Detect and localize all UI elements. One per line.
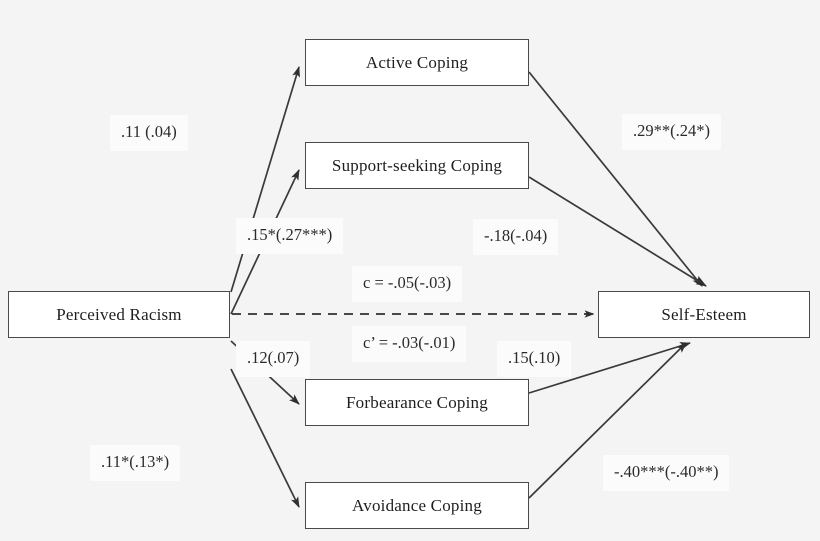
- node-self-esteem[interactable]: Self-Esteem: [598, 291, 810, 338]
- path-label-avoidance-to-selfesteem: -.40***(-.40**): [603, 455, 730, 491]
- node-support-seeking-coping[interactable]: Support-seeking Coping: [305, 142, 529, 189]
- path-label-forbearance-to-selfesteem: .15(.10): [497, 341, 572, 377]
- node-forbearance-coping[interactable]: Forbearance Coping: [305, 379, 529, 426]
- path-label-racism-to-active: .11 (.04): [110, 115, 188, 151]
- path-label-racism-to-avoidance: .11*(.13*): [90, 445, 181, 481]
- path-label-support-to-selfesteem: -.18(-.04): [473, 219, 559, 255]
- node-avoidance-coping-label: Avoidance Coping: [352, 495, 482, 515]
- path-arrow-racism-to-avoidance: [230, 368, 300, 508]
- path-arrow-support-to-selfesteem: [528, 176, 707, 287]
- node-avoidance-coping[interactable]: Avoidance Coping: [305, 482, 529, 529]
- path-arrow-active-to-selfesteem: [528, 71, 703, 287]
- path-arrow-forbearance-to-selfesteem: [528, 342, 691, 394]
- path-label-total-effect: c = -.05(-.03): [352, 266, 463, 302]
- node-active-coping[interactable]: Active Coping: [305, 39, 529, 86]
- path-label-direct-effect: c’ = -.03(-.01): [352, 326, 467, 362]
- path-label-racism-to-support: .15*(.27***): [236, 218, 344, 254]
- node-forbearance-coping-label: Forbearance Coping: [346, 392, 488, 412]
- node-active-coping-label: Active Coping: [365, 52, 469, 72]
- node-perceived-racism[interactable]: Perceived Racism: [8, 291, 230, 338]
- node-support-seeking-coping-label: Support-seeking Coping: [331, 155, 503, 175]
- path-arrow-avoidance-to-selfesteem: [528, 342, 687, 499]
- node-perceived-racism-label: Perceived Racism: [56, 304, 182, 324]
- path-label-racism-to-forbearance: .12(.07): [236, 341, 311, 377]
- path-arrow-racism-to-active: [230, 66, 300, 293]
- node-self-esteem-label: Self-Esteem: [661, 304, 747, 324]
- path-label-active-to-selfesteem: .29**(.24*): [622, 114, 721, 150]
